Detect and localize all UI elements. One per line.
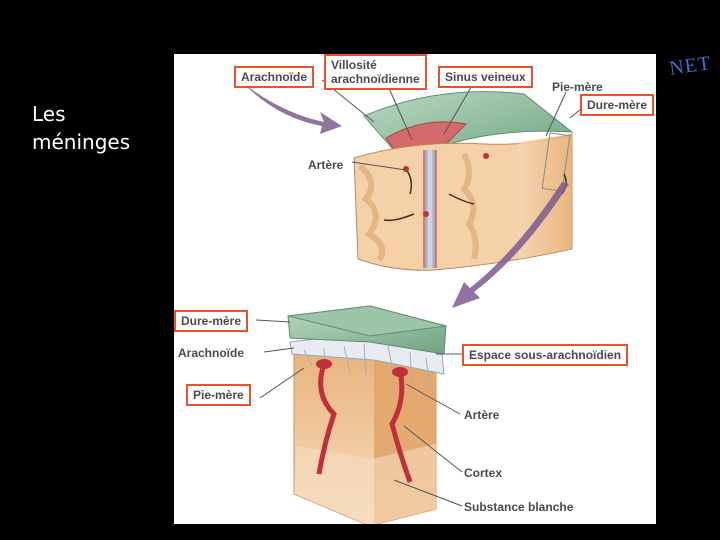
title-line-1: Les bbox=[32, 102, 66, 126]
pointer-arrow-zoom bbox=[452, 182, 569, 308]
watermark-text: NET bbox=[668, 52, 713, 80]
label-villosite-line-2: arachnoïdienne bbox=[331, 72, 420, 86]
label-espace-sous-arachnoidien: Espace sous-arachnoïdien bbox=[462, 344, 629, 366]
meninges-illustration bbox=[244, 79, 593, 524]
label-arachnoide-bottom: Arachnoïde bbox=[178, 346, 245, 360]
label-artere-top: Artère bbox=[308, 158, 344, 172]
label-villosite-line-1: Villosité bbox=[331, 58, 377, 72]
label-dure-mere-top: Dure-mère bbox=[580, 94, 655, 116]
label-villosite-arachnoidienne: Villosité arachnoïdienne bbox=[324, 54, 427, 90]
label-dure-mere-bottom: Dure-mère bbox=[174, 310, 249, 332]
pointer-arrow-arachnoid bbox=[244, 84, 342, 134]
slide-title: Les méninges bbox=[32, 100, 130, 156]
label-substance-blanche: Substance blanche bbox=[464, 500, 574, 514]
top-brain-block bbox=[353, 91, 574, 271]
title-line-2: méninges bbox=[32, 130, 131, 154]
label-artere-bottom: Artère bbox=[464, 408, 500, 422]
label-pie-mere-bottom: Pie-mère bbox=[186, 384, 251, 406]
label-sinus-veineux: Sinus veineux bbox=[438, 66, 533, 88]
label-pie-mere-top: Pie-mère bbox=[552, 80, 603, 94]
label-arachnoide-top: Arachnoïde bbox=[234, 66, 315, 88]
meninges-diagram: Arachnoïde Villosité arachnoïdienne Sinu… bbox=[174, 54, 656, 524]
label-cortex: Cortex bbox=[464, 466, 503, 480]
bottom-brain-block bbox=[287, 305, 447, 524]
